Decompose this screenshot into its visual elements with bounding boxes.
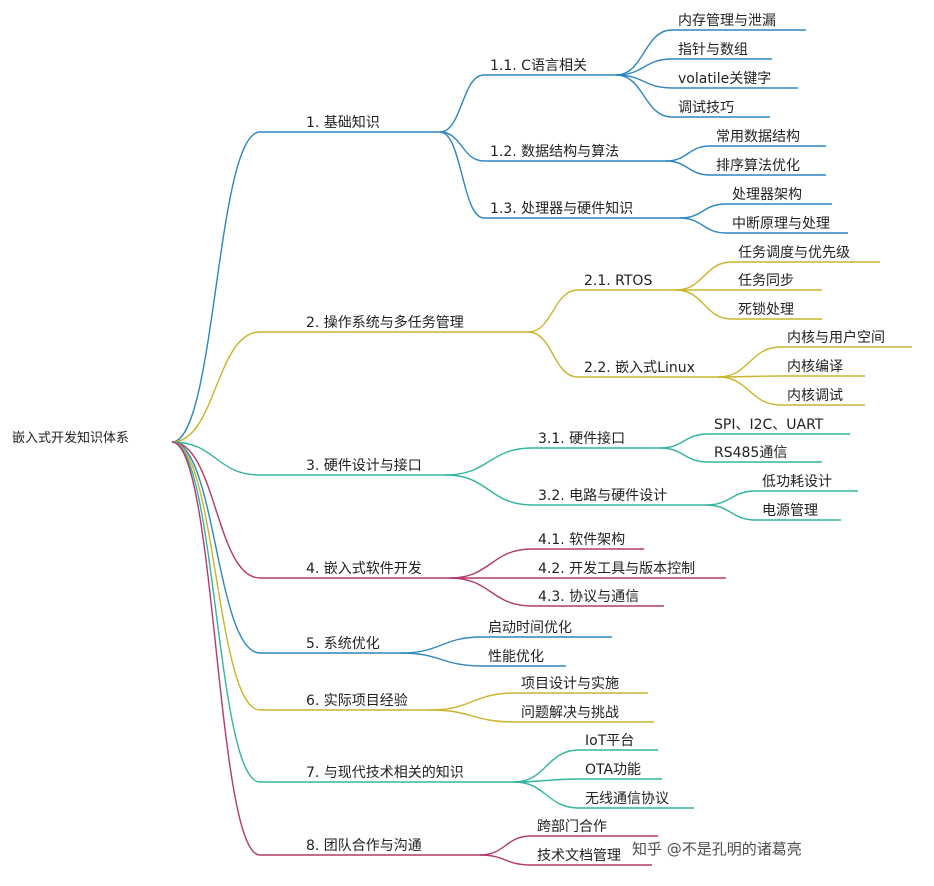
subbranch-5-2: 性能优化 [488, 649, 544, 665]
subbranch-4-2: 4.2. 开发工具与版本控制 [538, 561, 695, 577]
edge-leaf-1-1-2 [615, 58, 673, 76]
leaf-3-1-1: SPI、I2C、UART [714, 417, 824, 433]
leaf-2-1-2: 任务同步 [738, 273, 794, 289]
leaf-2-1-3: 死锁处理 [738, 302, 794, 318]
subbranch-7-3: 无线通信协议 [585, 791, 669, 807]
subbranch-3-1: 3.1. 硬件接口 [538, 430, 625, 447]
edge-leaf-1-1-1 [615, 29, 673, 76]
subbranch-3-2: 3.2. 电路与硬件设计 [538, 488, 667, 504]
subbranch-6-1: 项目设计与实施 [521, 676, 619, 692]
subbranch-1-1: 1.1. C语言相关 [490, 58, 587, 74]
edge-leaf-1-3-1 [679, 203, 727, 219]
subbranch-7-2: OTA功能 [585, 762, 641, 778]
branch-3: 3. 硬件设计与接口 [306, 457, 422, 474]
edge-leaf-2-1-1 [675, 261, 733, 291]
edge-leaf-2-1-3 [675, 289, 733, 320]
edge-leaf-1-1-4 [615, 74, 673, 118]
leaf-1-1-4: 调试技巧 [678, 100, 734, 116]
edge-branch-8-1 [479, 835, 532, 856]
edge-branch-4-1 [449, 548, 533, 579]
edge-root-branch-3 [171, 441, 261, 476]
edge-leaf-3-2-2 [705, 504, 757, 521]
leaf-3-2-1: 低功耗设计 [762, 474, 832, 490]
edge-root-branch-8 [171, 441, 261, 856]
leaf-1-3-2: 中断原理与处理 [732, 216, 830, 232]
leaf-1-1-2: 指针与数组 [678, 42, 748, 58]
edge-root-branch-4 [171, 441, 261, 579]
leaf-1-3-1: 处理器架构 [732, 187, 802, 203]
leaf-1-2-1: 常用数据结构 [716, 129, 800, 145]
subbranch-1-3: 1.3. 处理器与硬件知识 [490, 200, 633, 217]
subbranch-4-3: 4.3. 协议与通信 [538, 589, 639, 605]
edge-root-branch-1 [171, 131, 261, 443]
mind-map-edges [171, 29, 912, 866]
leaf-1-1-1: 内存管理与泄漏 [678, 13, 776, 29]
edge-leaf-1-3-2 [679, 217, 727, 234]
leaf-2-2-2: 内核编译 [787, 359, 843, 375]
branch-2: 2. 操作系统与多任务管理 [306, 314, 464, 331]
edge-branch-3-2 [445, 474, 533, 506]
edge-leaf-2-2-3 [717, 376, 782, 406]
edge-branch-1-2 [439, 131, 485, 162]
subbranch-8-2: 技术文档管理 [537, 848, 621, 864]
branch-5: 5. 系统优化 [306, 636, 380, 652]
edge-leaf-1-2-1 [665, 145, 711, 162]
edge-root-branch-5 [171, 441, 261, 654]
edge-branch-1-3 [439, 131, 485, 219]
edge-branch-1-1 [439, 74, 485, 133]
edge-branch-6-1 [429, 692, 516, 711]
branch-1: 1. 基础知识 [306, 114, 380, 131]
branch-8: 8. 团队合作与沟通 [306, 838, 422, 854]
edge-root-branch-7 [171, 441, 261, 783]
edge-branch-7-3 [513, 781, 580, 809]
leaf-1-1-3: volatile关键字 [678, 71, 771, 87]
subbranch-8-1: 跨部门合作 [537, 819, 607, 835]
edge-branch-7-1 [513, 749, 580, 783]
edge-branch-4-3 [449, 577, 533, 607]
subbranch-4-1: 4.1. 软件架构 [538, 532, 625, 548]
leaf-1-2-2: 排序算法优化 [716, 158, 800, 174]
edge-branch-6-2 [429, 709, 516, 723]
edge-leaf-3-1-1 [659, 433, 709, 449]
edge-leaf-3-2-1 [705, 490, 757, 506]
edge-leaf-2-2-1 [717, 346, 782, 378]
subbranch-7-1: IoT平台 [585, 733, 634, 749]
edge-root-branch-6 [171, 441, 261, 711]
leaf-3-1-2: RS485通信 [714, 445, 787, 461]
root-node: 嵌入式开发知识体系 [12, 430, 129, 446]
edge-branch-2-2 [527, 331, 579, 378]
watermark: 知乎 @不是孔明的诸葛亮 [632, 840, 802, 858]
leaf-2-2-1: 内核与用户空间 [787, 329, 885, 346]
subbranch-2-2: 2.2. 嵌入式Linux [584, 360, 695, 376]
leaf-2-2-3: 内核调试 [787, 388, 843, 404]
edge-branch-2-1 [527, 289, 579, 333]
edge-leaf-3-1-2 [659, 447, 709, 463]
branch-7: 7. 与现代技术相关的知识 [306, 764, 464, 781]
leaf-3-2-2: 电源管理 [762, 503, 818, 519]
subbranch-1-2: 1.2. 数据结构与算法 [490, 144, 619, 160]
edge-leaf-1-2-2 [665, 160, 711, 176]
branch-6: 6. 实际项目经验 [306, 693, 408, 709]
edge-root-branch-2 [171, 331, 261, 443]
edge-branch-5-1 [400, 636, 483, 654]
edge-branch-8-2 [479, 854, 532, 866]
branch-4: 4. 嵌入式软件开发 [306, 561, 422, 577]
subbranch-2-1: 2.1. RTOS [584, 273, 652, 289]
edge-branch-5-2 [400, 652, 483, 667]
subbranch-5-1: 启动时间优化 [488, 620, 572, 636]
subbranch-6-2: 问题解决与挑战 [521, 705, 619, 721]
leaf-2-1-1: 任务调度与优先级 [738, 245, 850, 261]
edge-branch-3-1 [445, 447, 533, 476]
